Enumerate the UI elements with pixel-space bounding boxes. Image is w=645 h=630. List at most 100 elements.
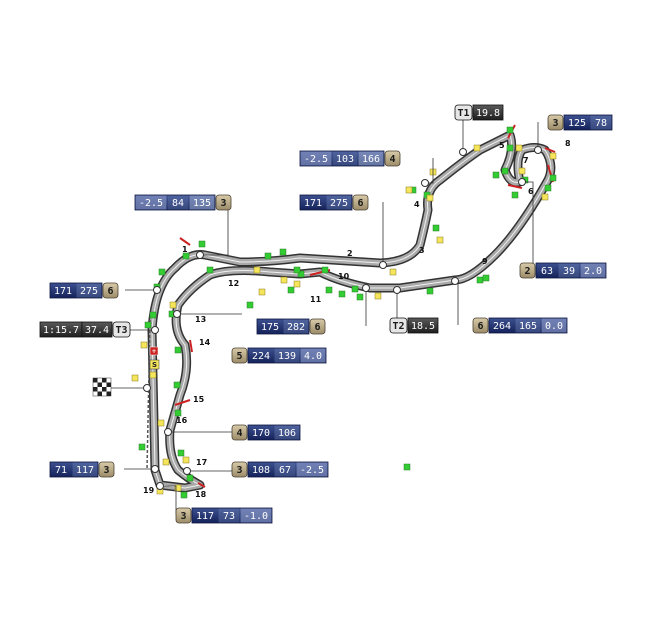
speed-value: 73 <box>223 511 235 522</box>
speed-value: 103 <box>336 154 354 165</box>
callout-node <box>421 179 429 187</box>
speed-value: 224 <box>252 351 270 362</box>
speed-value: 117 <box>196 511 214 522</box>
gear-number: 3 <box>236 465 242 476</box>
speed-value: 139 <box>278 351 296 362</box>
speed-box-bg <box>256 318 310 335</box>
gear-number: 6 <box>477 321 483 332</box>
speed-cell-bg <box>541 318 567 333</box>
speed-cell-bg <box>167 195 189 210</box>
green-marker <box>351 285 359 293</box>
green-marker <box>174 346 182 354</box>
sector-label-box <box>112 321 131 338</box>
speed-cell-bg <box>283 319 309 334</box>
speed-box-bg <box>49 282 103 299</box>
finish-line-node <box>143 384 151 392</box>
gear-number: 4 <box>236 428 242 439</box>
speed-value: 275 <box>330 198 348 209</box>
turn-number-1: 1 <box>182 245 188 254</box>
turn-number-13: 13 <box>195 315 206 324</box>
turn-number-15: 15 <box>193 395 205 404</box>
speed-value: -2.5 <box>304 154 328 165</box>
speed-value: 171 <box>304 198 322 209</box>
yellow-marker <box>426 194 434 202</box>
speed-value: 170 <box>252 428 270 439</box>
turn-number-18: 18 <box>195 490 207 499</box>
speed-value: 171 <box>54 286 72 297</box>
green-marker <box>549 174 557 182</box>
green-marker <box>246 301 254 309</box>
green-marker <box>321 266 329 274</box>
speed-value: 175 <box>261 322 279 333</box>
green-marker <box>182 252 190 260</box>
gear-number: 6 <box>314 322 320 333</box>
green-marker <box>426 287 434 295</box>
callout-node <box>196 251 204 259</box>
speed-value: 63 <box>541 266 553 277</box>
sector-time-value: 19.8 <box>476 108 500 119</box>
sector-label: T2 <box>392 321 404 332</box>
speed-value: -2.5 <box>300 465 324 476</box>
turn-number-3: 3 <box>419 246 425 255</box>
yellow-marker <box>182 456 190 464</box>
gear-number: 5 <box>236 351 242 362</box>
gear-box <box>98 461 115 478</box>
yellow-marker <box>389 268 397 276</box>
speed-value: 125 <box>568 118 586 129</box>
green-marker <box>287 286 295 294</box>
callout-line <box>455 280 459 325</box>
green-marker <box>356 293 364 301</box>
speed-value: 165 <box>519 321 537 332</box>
gear-box <box>102 282 119 299</box>
gear-number: 3 <box>552 118 558 129</box>
yellow-marker <box>258 288 266 296</box>
gear-box <box>519 262 536 279</box>
speed-box-bg <box>299 194 353 211</box>
drs-badge-label: + <box>151 348 156 355</box>
gear-number: 4 <box>389 154 395 165</box>
yellow-marker <box>157 419 165 427</box>
speed-cell-bg <box>580 263 606 278</box>
yellow-marker <box>253 266 261 274</box>
turn-number-19: 19 <box>143 486 155 495</box>
turn-number-4: 4 <box>414 200 420 209</box>
green-marker <box>264 252 272 260</box>
sector-time-value: 1:15.7 <box>43 325 79 336</box>
yellow-marker <box>436 236 444 244</box>
track-layout <box>146 124 556 493</box>
yellow-marker <box>515 144 523 152</box>
yellow-marker <box>140 341 148 349</box>
speed-cell-bg <box>274 462 296 477</box>
speed-cell-bg <box>358 151 384 166</box>
yellow-marker <box>293 280 301 288</box>
callout-node <box>518 178 526 186</box>
callout-line <box>160 485 177 515</box>
turn-number-11: 11 <box>310 295 322 304</box>
turn-number-12: 12 <box>228 279 239 288</box>
speed-value: -2.5 <box>139 198 163 209</box>
yellow-marker <box>518 167 526 175</box>
callout-node <box>451 277 459 285</box>
turn-number-2: 2 <box>347 249 353 258</box>
green-marker <box>297 270 305 278</box>
turn-number-6: 6 <box>528 187 534 196</box>
track-outline <box>147 130 556 493</box>
speed-box-bg <box>247 424 301 441</box>
green-marker <box>476 276 484 284</box>
speed-cell-bg <box>218 508 240 523</box>
speed-cell-bg <box>296 462 328 477</box>
speed-value: 166 <box>362 154 380 165</box>
callout-node <box>173 310 181 318</box>
green-marker <box>293 266 301 274</box>
speed-cell-bg <box>558 263 580 278</box>
speed-value: 264 <box>493 321 511 332</box>
yellow-marker <box>374 292 382 300</box>
speed-cell-bg <box>189 195 215 210</box>
